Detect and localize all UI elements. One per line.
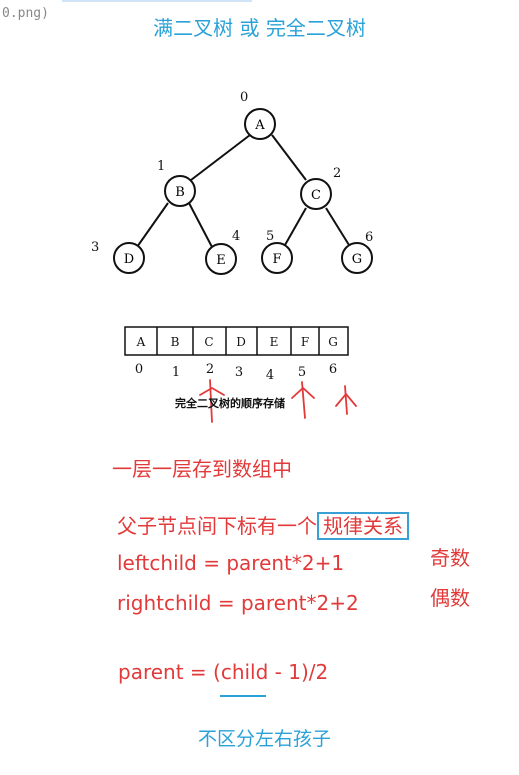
edge-c-f	[284, 207, 307, 246]
array-cell: F	[301, 335, 309, 349]
array-cell: D	[236, 335, 246, 349]
node-label: A	[254, 118, 265, 133]
tree-node-g: G	[341, 242, 373, 274]
note-relation-boxed: 规律关系	[317, 512, 409, 540]
red-arrow-marks	[199, 379, 357, 423]
array-outline	[124, 326, 349, 356]
tree-edges	[136, 134, 350, 248]
node-label: G	[352, 252, 362, 267]
node-index-d: 3	[91, 240, 99, 255]
node-index-e: 4	[232, 229, 240, 244]
tree-node-a: A	[244, 108, 276, 140]
note-no-distinction: 不区分左右孩子	[198, 728, 332, 750]
tree-node-d: D	[113, 242, 145, 274]
array-cell: G	[328, 335, 338, 349]
top-divider	[62, 0, 252, 2]
note-odd: 奇数	[430, 546, 470, 570]
edge-a-b	[190, 134, 251, 181]
file-label: 0.png)	[2, 6, 49, 21]
edge-a-c	[271, 134, 307, 181]
tree-node-b: B	[164, 175, 196, 207]
node-label: C	[311, 188, 321, 203]
node-label: D	[124, 252, 134, 267]
array-cell: E	[270, 335, 279, 349]
edge-c-g	[325, 207, 350, 246]
array-index: 2	[206, 362, 214, 377]
array-index: 1	[172, 365, 180, 380]
array-index: 5	[298, 365, 306, 380]
tree-node-e: E	[205, 243, 237, 275]
node-index-g: 6	[365, 230, 373, 245]
formula-rightchild: rightchild = parent*2+2	[117, 591, 359, 615]
red-arrow-2	[209, 379, 213, 423]
formula-parent: parent = (child - 1)/2	[118, 660, 329, 684]
red-arrow-6	[344, 385, 348, 415]
array-cell: C	[204, 335, 213, 349]
array-index: 0	[135, 362, 143, 377]
formula-leftchild: leftchild = parent*2+1	[117, 551, 345, 575]
array-index: 3	[235, 365, 243, 380]
node-index-c: 2	[333, 166, 341, 181]
array-index: 4	[266, 368, 274, 383]
note-relation-prefix: 父子节点间下标有一个	[117, 514, 317, 538]
array-storage: A B C D E F G 0 1 2 3 4 5 6	[124, 326, 349, 383]
edge-b-e	[188, 202, 213, 248]
tree-node-c: C	[300, 178, 332, 210]
node-index-b: 1	[157, 159, 165, 174]
page-title: 满二叉树 或 完全二叉树	[153, 16, 366, 40]
node-label: E	[216, 253, 226, 268]
note-even: 偶数	[430, 586, 470, 610]
node-index-a: 0	[240, 90, 248, 105]
array-caption: 完全二叉树的顺序存储	[175, 397, 285, 410]
node-label: B	[175, 185, 185, 200]
array-cell: B	[171, 335, 180, 349]
node-label: F	[272, 252, 281, 267]
node-index-f: 5	[266, 229, 274, 244]
note-layer-by-layer: 一层一层存到数组中	[112, 457, 292, 481]
note-relation: 父子节点间下标有一个规律关系	[117, 510, 409, 540]
array-cell: A	[136, 335, 146, 349]
edge-b-d	[136, 202, 169, 248]
tree-node-f: F	[261, 242, 293, 274]
array-index: 6	[329, 362, 337, 377]
